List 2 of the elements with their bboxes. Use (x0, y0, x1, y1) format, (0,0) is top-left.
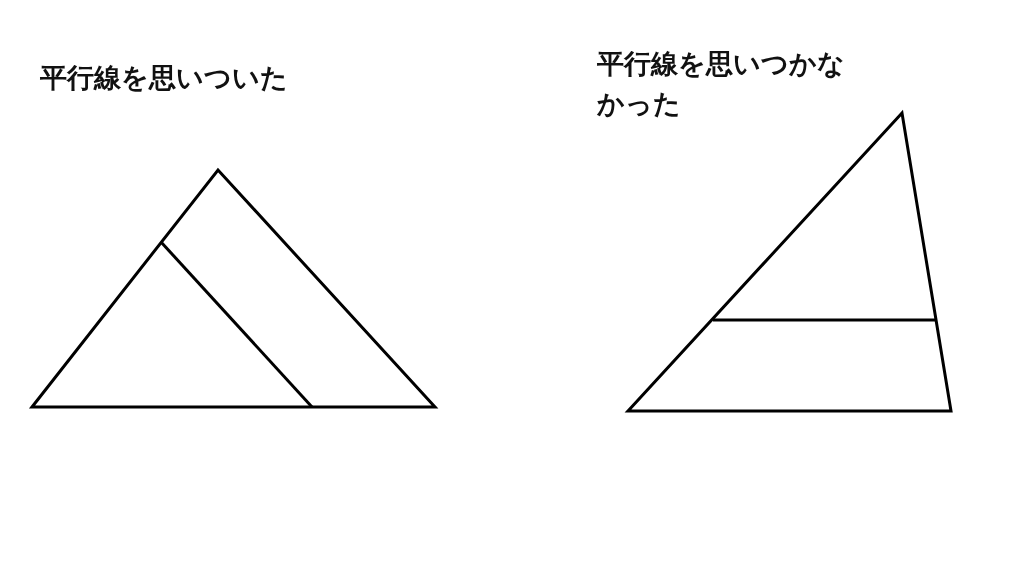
caption: 平行線を思いつかなかった (597, 47, 846, 121)
caption: 平行線を思いついた (40, 61, 289, 95)
